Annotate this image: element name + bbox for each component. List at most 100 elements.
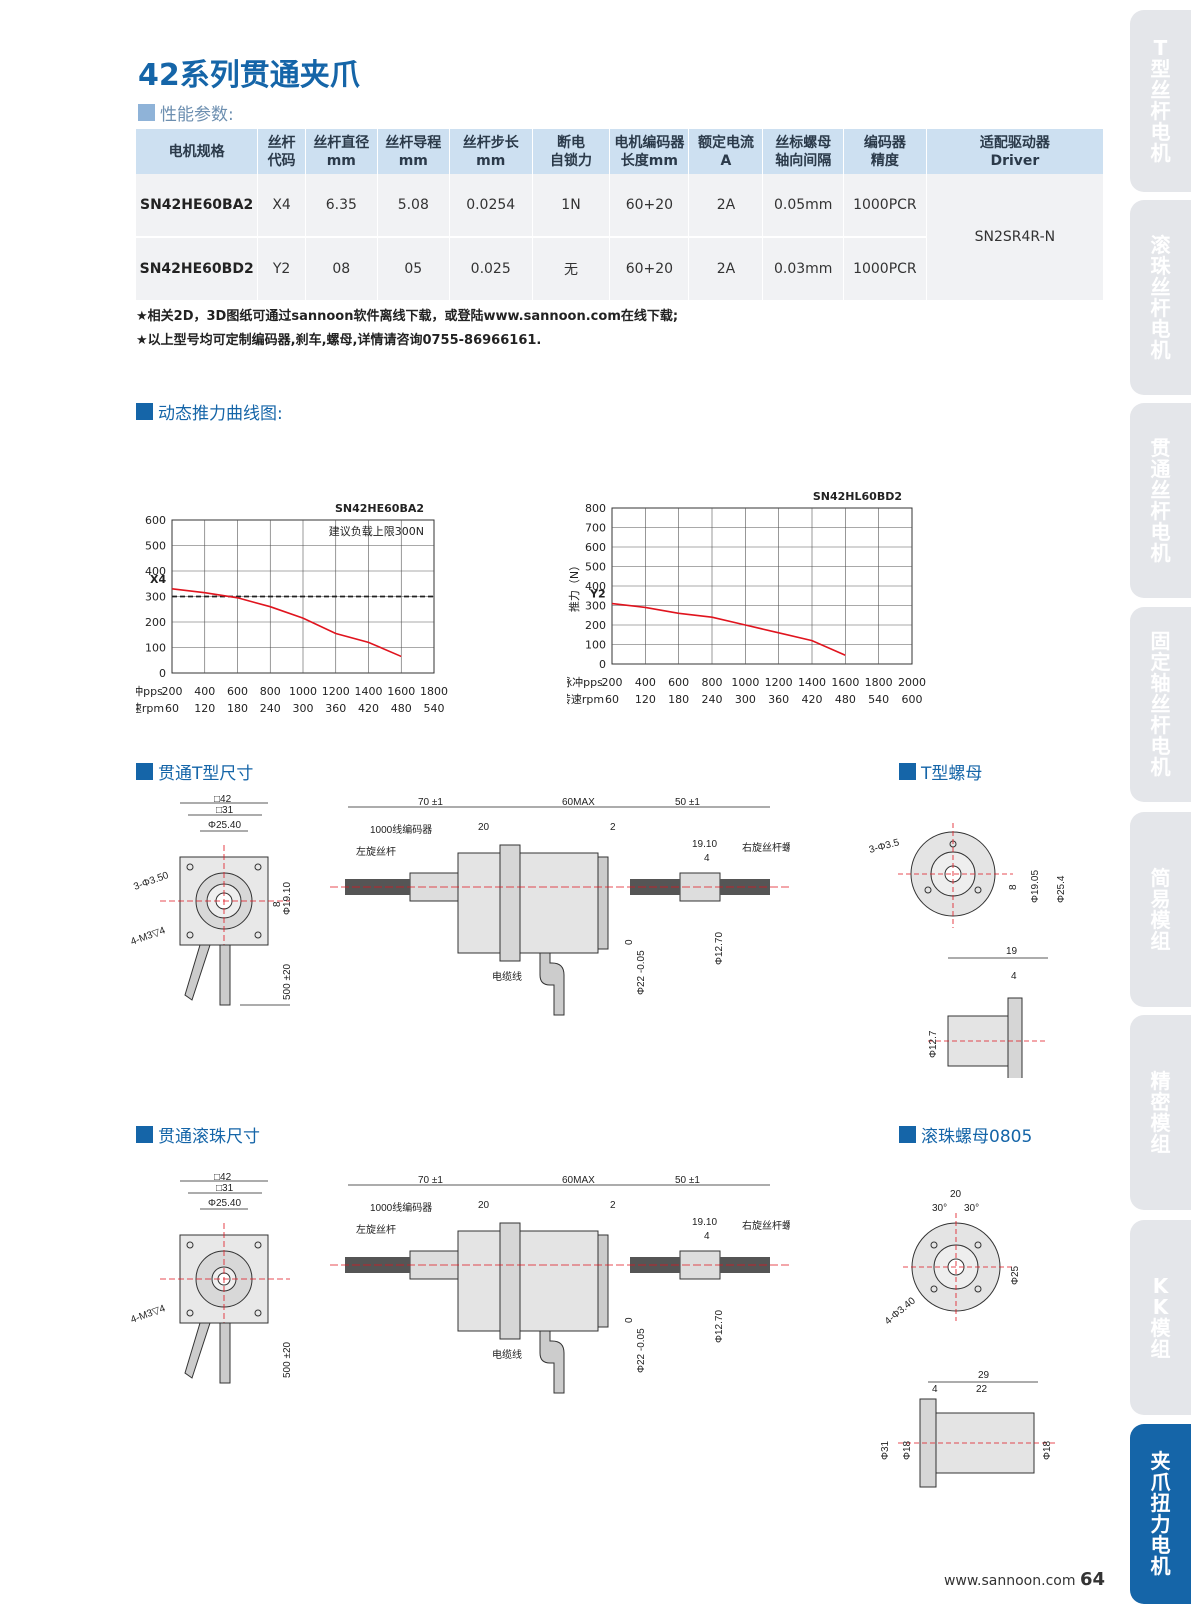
sidebar-tab[interactable]: 贯通丝杆电机 [1130, 403, 1191, 598]
sidebar-tab[interactable]: 简易模组 [1130, 812, 1191, 1007]
table-header-cell: 电机编码器长度mm [609, 129, 690, 174]
dim-two: 2 [610, 822, 616, 833]
nut-holes: 3-Φ3.5 [868, 837, 901, 856]
dim-eight: 8 [272, 901, 283, 907]
table-header-cell: 编码器精度 [843, 129, 927, 174]
table-header-cell: 断电自锁力 [532, 129, 611, 174]
chart-x-tick: 400 [194, 685, 215, 698]
nut-8: 8 [1008, 884, 1019, 890]
page-title: 42系列贯通夹爪 [138, 58, 360, 93]
chart-title: SN42HL60BD2 [813, 490, 902, 503]
chart-x-tick: 1400 [355, 685, 383, 698]
chart-x-tick-rpm: 180 [227, 702, 248, 715]
sidebar-tab[interactable]: 夹爪扭力电机 [1130, 1424, 1191, 1604]
chart-x-tick: 1000 [731, 676, 759, 689]
chart-x-tick-rpm: 600 [902, 693, 923, 706]
chart-x-tick-rpm: 300 [735, 693, 756, 706]
table-header-text: 代码 [267, 152, 296, 169]
section-params: 性能参数: [138, 100, 234, 125]
sidebar-tab-char: 电 [1150, 1533, 1171, 1557]
nut-254: Φ25.4 [1056, 875, 1067, 903]
sidebar-tab-char: 杆 [1150, 713, 1171, 737]
chart-x-tick: 600 [227, 685, 248, 698]
label-left-screw: 左旋丝杆 [356, 845, 396, 858]
table-cell: 2A [688, 174, 764, 238]
chart-x-tick-rpm: 60 [165, 702, 179, 715]
ball-dim-sq42: □42 [214, 1173, 232, 1183]
chart-x-tick: 1000 [289, 685, 317, 698]
dim-len70: 70 ±1 [418, 797, 443, 808]
section-ball-dim: 贯通滚珠尺寸 [136, 1122, 260, 1147]
sidebar-tab[interactable]: 精密模组 [1130, 1015, 1191, 1210]
ball-label-left-screw: 左旋丝杆 [356, 1223, 396, 1236]
dim-len60: 60MAX [562, 797, 595, 808]
note-1: ★相关2D，3D图纸可通过sannoon软件离线下载，或登陆www.sannoo… [136, 309, 679, 324]
dim-four: 4 [704, 853, 710, 864]
table-cell: 无 [532, 237, 611, 302]
sidebar-tab-char: 滚 [1150, 232, 1171, 257]
table-header-text: 电机规格 [168, 143, 225, 160]
table-header-text: 丝杆步长 [462, 134, 519, 151]
table-header-text: 适配驱动器 [979, 134, 1050, 151]
table-header-text: 额定电流 [697, 134, 754, 151]
label-encoder: 1000线编码器 [370, 823, 432, 836]
table-header-text: 长度mm [620, 152, 678, 169]
sidebar-tab-char: 机 [1150, 540, 1171, 565]
ball-dim-phi1270: Φ12.70 [714, 1310, 725, 1343]
section-t-dim: 贯通T型尺寸 [136, 759, 253, 784]
sidebar-tab-char: 力 [1150, 1512, 1171, 1536]
t-front-view-drawing: □42 □31 Φ25.40 3-Φ3.50 4-M3▽4 Φ19.10 8 5… [130, 795, 293, 1006]
sidebar-tab-char: 模 [1150, 1315, 1171, 1340]
sidebar-tab[interactable]: 滚珠丝杆电机 [1130, 200, 1191, 395]
chart-series-line [171, 588, 402, 658]
sidebar-tab-char: 电 [1150, 734, 1171, 758]
dim-phi22: Φ22 -0.05 [636, 950, 647, 995]
sidebar-tab-char: 杆 [1150, 99, 1171, 123]
sidebar-tab-char: 丝 [1150, 692, 1171, 716]
chart-x-tick-rpm: 180 [668, 693, 689, 706]
ballnut-30a: 30° [932, 1203, 947, 1214]
table-cell: Y2 [257, 237, 306, 302]
dim-m3: 4-M3▽4 [130, 925, 167, 948]
ball-label-encoder: 1000线编码器 [370, 1201, 432, 1214]
chart-x-tick-rpm: 480 [835, 693, 856, 706]
label-right-screw: 右旋丝杆螺母 [742, 841, 790, 854]
sidebar-tab[interactable]: 固定轴丝杆电机 [1130, 607, 1191, 802]
chart-y-tick: 100 [145, 642, 166, 655]
sidebar-tab-char: 夹 [1150, 1449, 1171, 1473]
chart-x-tick: 1600 [387, 685, 415, 698]
ball-dim-zero: 0 [624, 1317, 635, 1323]
sidebar-tab-char: 珠 [1150, 253, 1171, 278]
chart-x-tick-rpm: 540 [424, 702, 445, 715]
table-cell: 0.0254 [449, 174, 533, 238]
sidebar-tab-char: 易 [1150, 886, 1171, 911]
table-header-text: Driver [990, 152, 1040, 169]
dim-twenty: 20 [478, 822, 490, 833]
ballnut-18b: Φ18 [1042, 1440, 1053, 1460]
sidebar-tab-char: 通 [1150, 456, 1171, 481]
table-header-text: 精度 [870, 152, 899, 169]
table-cell: 1N [532, 174, 611, 238]
table-cell: 6.35 [305, 174, 378, 238]
table-cell: 2A [688, 237, 764, 302]
section-ball-dim-label: 贯通滚珠尺寸 [158, 1127, 260, 1147]
table-header-text: 轴向间隔 [775, 152, 832, 169]
nut-1905: Φ19.05 [1030, 870, 1041, 903]
chart-x-tick: 800 [260, 685, 281, 698]
dim-phi1910: Φ19.10 [282, 882, 293, 915]
sidebar-tab-char: 模 [1150, 1110, 1171, 1135]
chart-x-tick: 1600 [831, 676, 859, 689]
chart-x-tick: 1800 [865, 676, 893, 689]
t-side-view-drawing: 70 ±1 60MAX 50 ±1 1000线编码器 20 2 左旋丝杆 19.… [330, 797, 790, 1016]
table-header-text: mm [398, 152, 428, 169]
chart-x-tick-rpm: 120 [194, 702, 215, 715]
sidebar-tab-char: 组 [1150, 928, 1171, 953]
chart-x-tick: 400 [635, 676, 656, 689]
